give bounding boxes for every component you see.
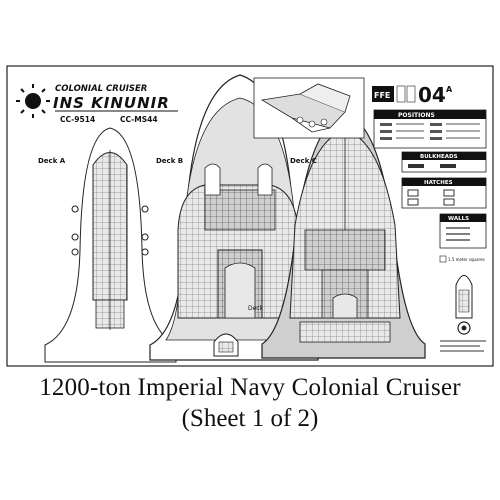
scale-marker: 1.5 meter squares <box>439 255 485 263</box>
svg-text:HATCHES: HATCHES <box>424 180 453 186</box>
sheet-suffix: A <box>446 85 453 94</box>
sheet-number-badge: FFE 04 A <box>372 83 453 107</box>
deck-side-label: Deck <box>248 305 264 312</box>
legend-walls: WALLS <box>439 213 487 249</box>
sheet-number: 04 <box>418 83 446 107</box>
code-left: CC-9514 <box>60 115 95 124</box>
legend-positions: POSITIONS <box>373 109 487 149</box>
deck-c-label: Deck C <box>290 157 317 165</box>
side-probe-drawing <box>455 275 473 319</box>
svg-text:FFE: FFE <box>374 91 390 100</box>
deck-a-plan <box>44 127 177 363</box>
svg-text:WALLS: WALLS <box>448 216 469 222</box>
brand-line: COLONIAL CRUISER <box>55 84 147 94</box>
caption-title: 1200-ton Imperial Navy Colonial Cruiser <box>39 374 461 401</box>
deck-b-label: Deck B <box>156 157 183 165</box>
deck-c-plan <box>261 114 426 359</box>
svg-text:BULKHEADS: BULKHEADS <box>420 154 458 160</box>
escape-pod-drawing <box>213 333 239 357</box>
ship-name: INS KINUNIR <box>53 94 170 112</box>
sun-emblem-logo <box>16 84 50 118</box>
svg-text:POSITIONS: POSITIONS <box>398 112 435 119</box>
legend-hatches: HATCHES <box>401 177 487 209</box>
caption-subtitle: (Sheet 1 of 2) <box>181 405 319 432</box>
ship-exterior-inset <box>253 77 365 139</box>
deck-a-label: Deck A <box>38 157 66 165</box>
corner-logo <box>457 321 471 335</box>
legend-bulkheads: BULKHEADS <box>401 151 487 173</box>
svg-text:1.5 meter squares: 1.5 meter squares <box>448 257 485 262</box>
small-print-block <box>440 340 486 352</box>
code-right: CC-MS44 <box>120 115 158 124</box>
deck-b-plan <box>149 74 319 361</box>
